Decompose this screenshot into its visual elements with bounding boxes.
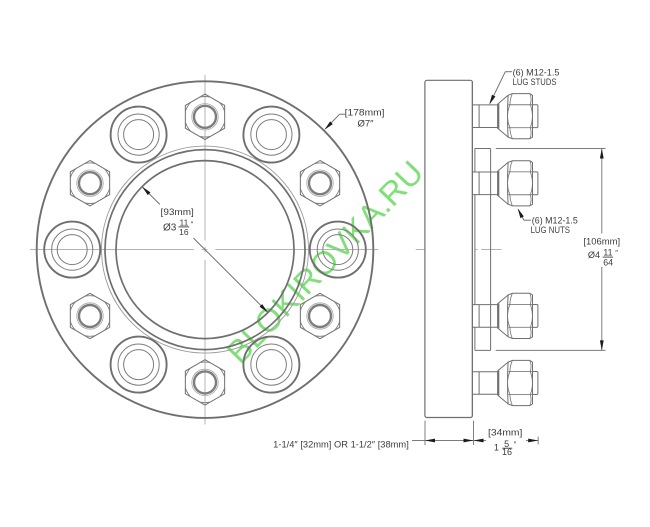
- svg-text:″: ″: [615, 248, 618, 257]
- svg-text:″: ″: [514, 439, 517, 448]
- svg-text:[106mm]: [106mm]: [583, 237, 620, 248]
- svg-text:LUG NUTS: LUG NUTS: [531, 225, 570, 236]
- svg-text:[93mm]: [93mm]: [161, 207, 194, 218]
- svg-text:1-1/4″ [32mm] OR 1-1/2″ [38mm]: 1-1/4″ [32mm] OR 1-1/2″ [38mm]: [273, 440, 409, 450]
- svg-text:LUG STUDS: LUG STUDS: [513, 77, 557, 88]
- svg-text:16: 16: [502, 447, 512, 457]
- svg-text:5: 5: [504, 439, 509, 449]
- svg-text:16: 16: [179, 227, 189, 237]
- svg-text:(6) M12-1.5: (6) M12-1.5: [513, 67, 560, 78]
- svg-text:Ø3: Ø3: [163, 223, 177, 234]
- svg-text:[34mm]: [34mm]: [488, 428, 522, 439]
- svg-text:″: ″: [191, 219, 194, 228]
- svg-text:11: 11: [179, 218, 188, 228]
- svg-text:[178mm]: [178mm]: [345, 107, 385, 118]
- svg-text:Ø7″: Ø7″: [357, 118, 374, 129]
- svg-text:11: 11: [603, 248, 612, 258]
- svg-text:1: 1: [494, 443, 499, 453]
- svg-text:Ø4: Ø4: [588, 250, 600, 260]
- svg-text:64: 64: [603, 257, 613, 267]
- svg-text:(6) M12-1.5: (6) M12-1.5: [532, 215, 578, 226]
